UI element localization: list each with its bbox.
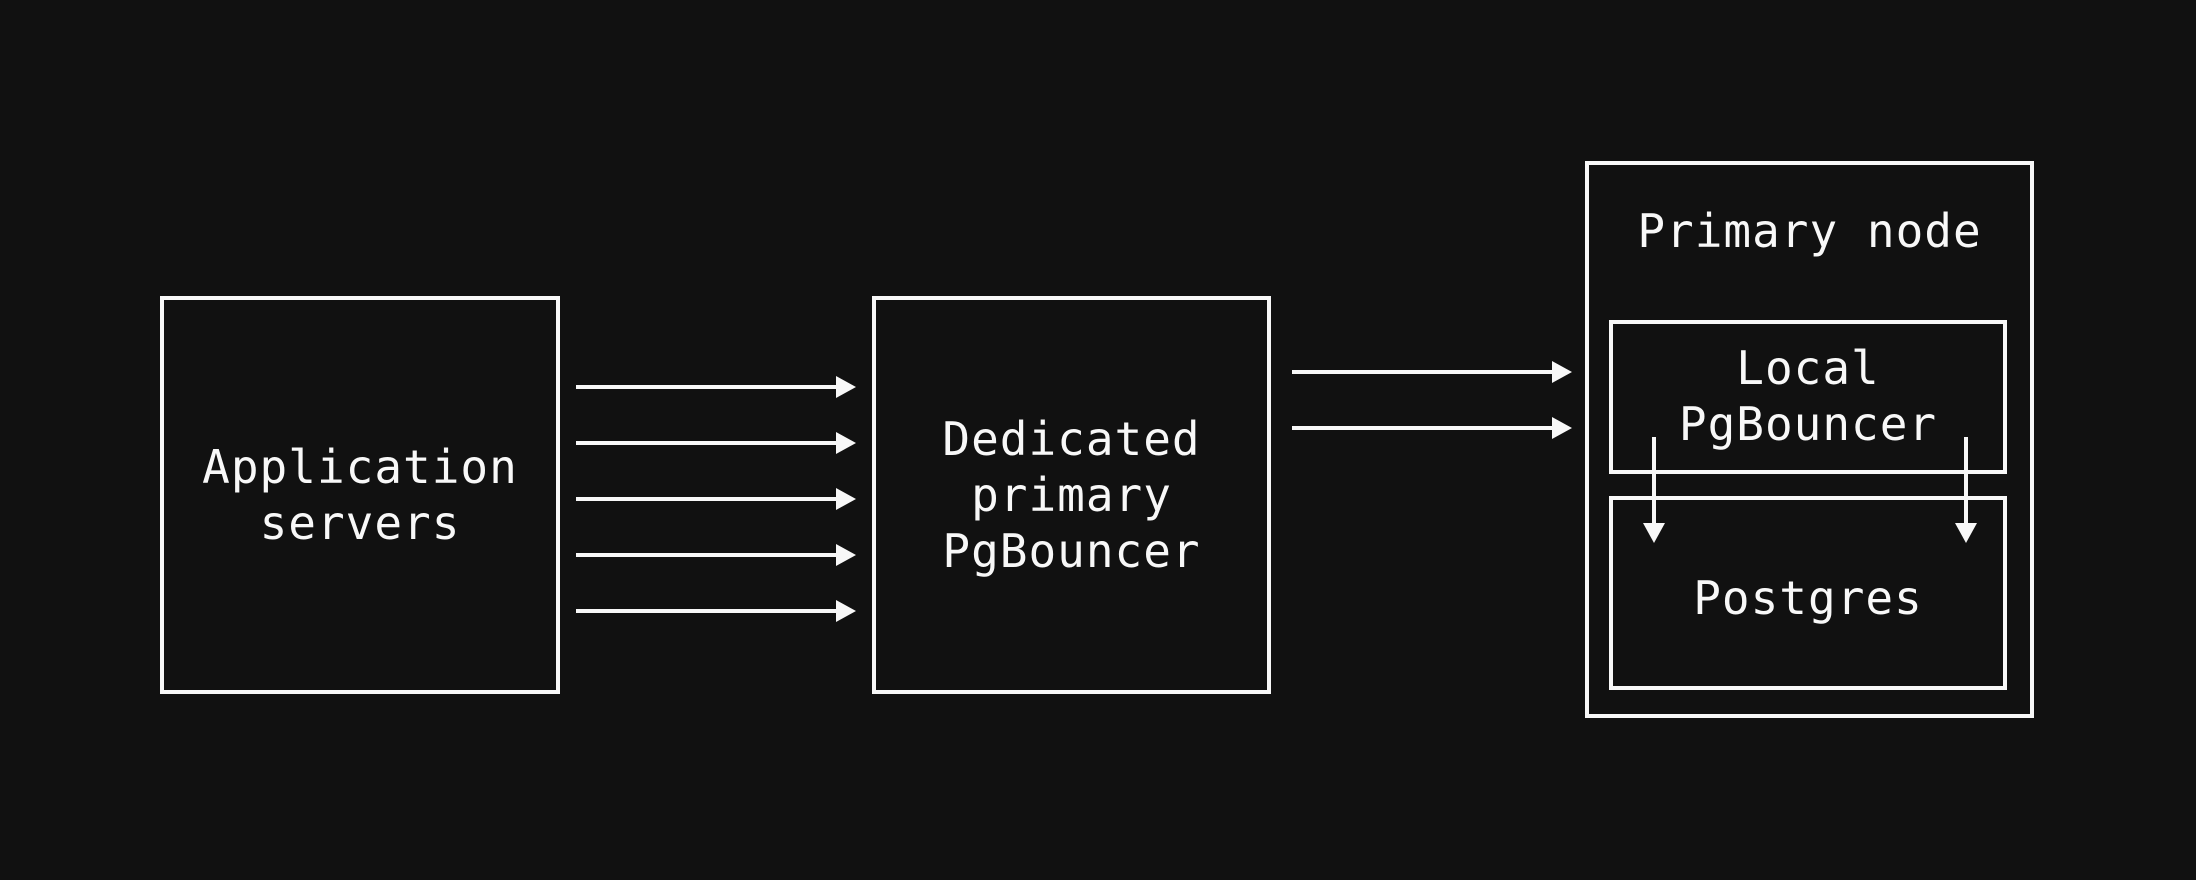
primary-node-box: Primary node (1585, 161, 2034, 718)
application-servers-box: Application servers (160, 296, 560, 694)
primary-node-label: Primary node (1637, 204, 1982, 258)
arrow-icon (576, 600, 856, 622)
arrow-icon (576, 488, 856, 510)
dedicated-primary-pgbouncer-box: Dedicated primary PgBouncer (872, 296, 1271, 694)
postgres-label: Postgres (1693, 571, 1923, 625)
arrow-icon (1292, 361, 1572, 383)
local-pgbouncer-box: Local PgBouncer (1609, 320, 2007, 474)
arrow-down-icon (1955, 437, 1977, 543)
arrow-icon (576, 376, 856, 398)
application-servers-label: Application servers (202, 440, 518, 550)
arrow-icon (576, 544, 856, 566)
arrow-icon (576, 432, 856, 454)
local-pgbouncer-label: Local PgBouncer (1678, 341, 1938, 451)
postgres-box: Postgres (1609, 496, 2007, 690)
arrow-down-icon (1643, 437, 1665, 543)
dedicated-primary-pgbouncer-label: Dedicated primary PgBouncer (942, 412, 1201, 578)
arrow-icon (1292, 417, 1572, 439)
